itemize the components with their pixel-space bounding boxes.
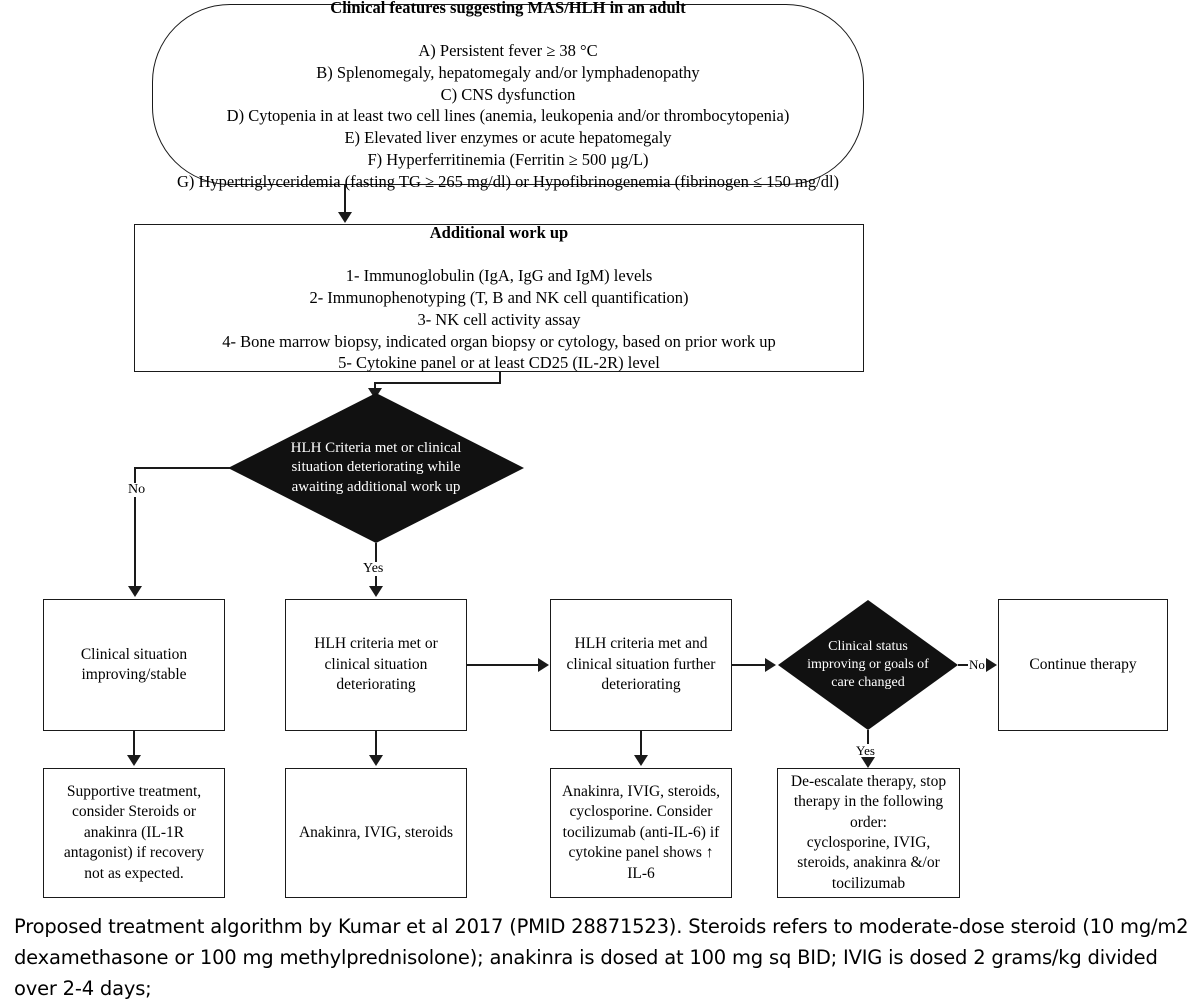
edge-label-decision-hlh-yes: Yes: [362, 561, 385, 576]
connector-features-to-workup: [344, 185, 346, 215]
node-supportive-treatment[interactable]: Supportive treatment, consider Steroids …: [43, 768, 225, 898]
node-clinical-features-content: Clinical features suggesting MAS/HLH in …: [153, 0, 863, 214]
node-continue-therapy[interactable]: Continue therapy: [998, 599, 1168, 731]
connector-workup-horizontal: [374, 382, 501, 384]
node-additional-workup-title: Additional work up: [429, 222, 569, 242]
connector-criteria-to-further: [467, 664, 540, 666]
arrowhead-decision-hlh-no: [128, 586, 142, 597]
connector-criteria-to-anakinra: [375, 731, 377, 758]
node-de-escalate-therapy-label: De-escalate therapy, stop therapy in the…: [790, 772, 947, 892]
arrowhead-criteria-to-further: [538, 658, 549, 672]
node-anakinra-ivig-steroids[interactable]: Anakinra, IVIG, steroids: [285, 768, 467, 898]
node-anakinra-cyclosporine[interactable]: Anakinra, IVIG, steroids, cyclosporine. …: [550, 768, 732, 898]
figure-caption: Proposed treatment algorithm by Kumar et…: [14, 912, 1194, 1003]
node-clinical-features-body: A) Persistent fever ≥ 38 °C B) Splenomeg…: [176, 41, 840, 191]
connector-further-to-status: [732, 664, 768, 666]
node-criteria-met-or-deteriorating[interactable]: HLH criteria met or clinical situation d…: [285, 599, 467, 731]
connector-workup-stub: [499, 372, 501, 384]
connector-decision-hlh-no-vertical: [134, 467, 136, 589]
node-continue-therapy-label: Continue therapy: [1029, 655, 1137, 673]
connector-further-to-cyclosporine: [640, 731, 642, 758]
arrowhead-workup-to-decision: [368, 388, 382, 399]
node-de-escalate-therapy[interactable]: De-escalate therapy, stop therapy in the…: [777, 768, 960, 898]
decision-clinical-status-shape: [778, 600, 958, 730]
edge-label-status-no: No: [968, 657, 986, 672]
figure-caption-line-2: dexamethasone or 100 mg methylprednisolo…: [14, 945, 1158, 1000]
node-additional-workup-content: Additional work up 1- Immunoglobulin (Ig…: [135, 200, 863, 396]
node-criteria-met-or-deteriorating-label: HLH criteria met or clinical situation d…: [314, 635, 438, 694]
node-additional-workup[interactable]: Additional work up 1- Immunoglobulin (Ig…: [134, 223, 864, 372]
arrowhead-further-to-cyclosporine: [634, 755, 648, 766]
node-decision-hlh-criteria[interactable]: HLH Criteria met or clinical situation d…: [228, 393, 524, 543]
connector-improving-to-supportive: [133, 731, 135, 758]
node-criteria-met-further-deteriorating[interactable]: HLH criteria met and clinical situation …: [550, 599, 732, 731]
node-clinical-features[interactable]: Clinical features suggesting MAS/HLH in …: [152, 0, 864, 191]
arrowhead-status-no: [986, 658, 997, 672]
node-improving-stable[interactable]: Clinical situation improving/stable: [43, 599, 225, 731]
node-improving-stable-label: Clinical situation improving/stable: [80, 645, 188, 683]
arrowhead-further-to-status: [765, 658, 776, 672]
connector-workup-to-decision: [374, 382, 376, 391]
node-anakinra-ivig-steroids-label: Anakinra, IVIG, steroids: [298, 823, 454, 841]
node-clinical-features-title: Clinical features suggesting MAS/HLH in …: [330, 0, 686, 17]
decision-hlh-criteria-shape: [228, 393, 524, 543]
arrowhead-improving-to-supportive: [127, 755, 141, 766]
node-criteria-met-further-deteriorating-label: HLH criteria met and clinical situation …: [566, 635, 716, 694]
edge-label-decision-hlh-no: No: [127, 482, 147, 497]
node-additional-workup-body: 1- Immunoglobulin (IgA, IgG and IgM) lev…: [222, 266, 776, 373]
node-supportive-treatment-label: Supportive treatment, consider Steroids …: [63, 782, 205, 882]
arrowhead-criteria-to-anakinra: [369, 755, 383, 766]
node-decision-clinical-status[interactable]: Clinical status improving or goals of ca…: [778, 600, 958, 730]
arrowhead-features-to-workup: [338, 212, 352, 223]
figure-caption-line-1: Proposed treatment algorithm by Kumar et…: [14, 915, 1189, 938]
arrowhead-decision-hlh-yes: [369, 586, 383, 597]
node-anakinra-cyclosporine-label: Anakinra, IVIG, steroids, cyclosporine. …: [562, 782, 720, 882]
edge-label-status-yes: Yes: [855, 743, 876, 758]
connector-decision-hlh-no-horizontal: [134, 467, 230, 469]
arrowhead-status-yes: [861, 757, 875, 768]
